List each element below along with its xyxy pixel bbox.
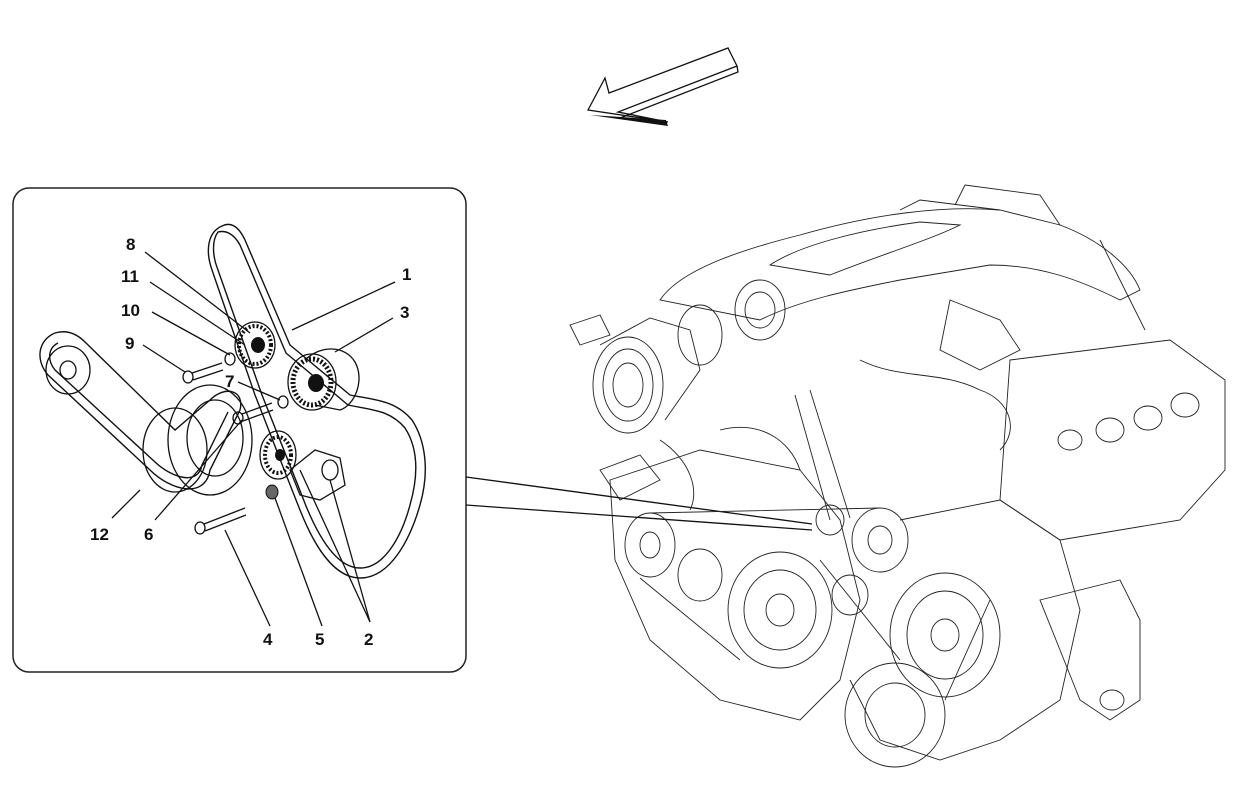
- detail-inset-frame: [12, 187, 467, 673]
- engine-assembly: [569, 184, 1226, 768]
- bolt-9: [182, 362, 224, 384]
- idler-pulley-lower: [259, 430, 346, 501]
- label-4: 4: [263, 630, 273, 649]
- bolt-4: [194, 507, 247, 535]
- inset-leader-lines: [465, 476, 813, 531]
- washer-5: [265, 484, 279, 500]
- label-10: 10: [121, 301, 140, 320]
- label-2: 2: [364, 630, 373, 649]
- direction-arrow: [586, 47, 739, 126]
- label-5: 5: [315, 630, 324, 649]
- label-3: 3: [400, 303, 409, 322]
- label-11: 11: [121, 267, 139, 286]
- callout-leaders: [111, 251, 396, 627]
- callout-numbers: 8 11 10 9 1 3 7 12 6 4 5 2: [90, 235, 411, 649]
- washer-10: [224, 352, 236, 366]
- label-6: 6: [144, 525, 153, 544]
- belt-drive-detail: [39, 223, 426, 579]
- label-8: 8: [126, 235, 135, 254]
- label-12: 12: [90, 525, 109, 544]
- label-9: 9: [125, 334, 134, 353]
- accessory-belt: [39, 331, 242, 490]
- drive-belt: [207, 223, 426, 579]
- label-1: 1: [402, 265, 411, 284]
- label-7: 7: [225, 372, 234, 391]
- washer-7: [277, 395, 289, 409]
- idler-pulley-upper: [234, 321, 276, 369]
- tensioner-pulley: [287, 348, 360, 411]
